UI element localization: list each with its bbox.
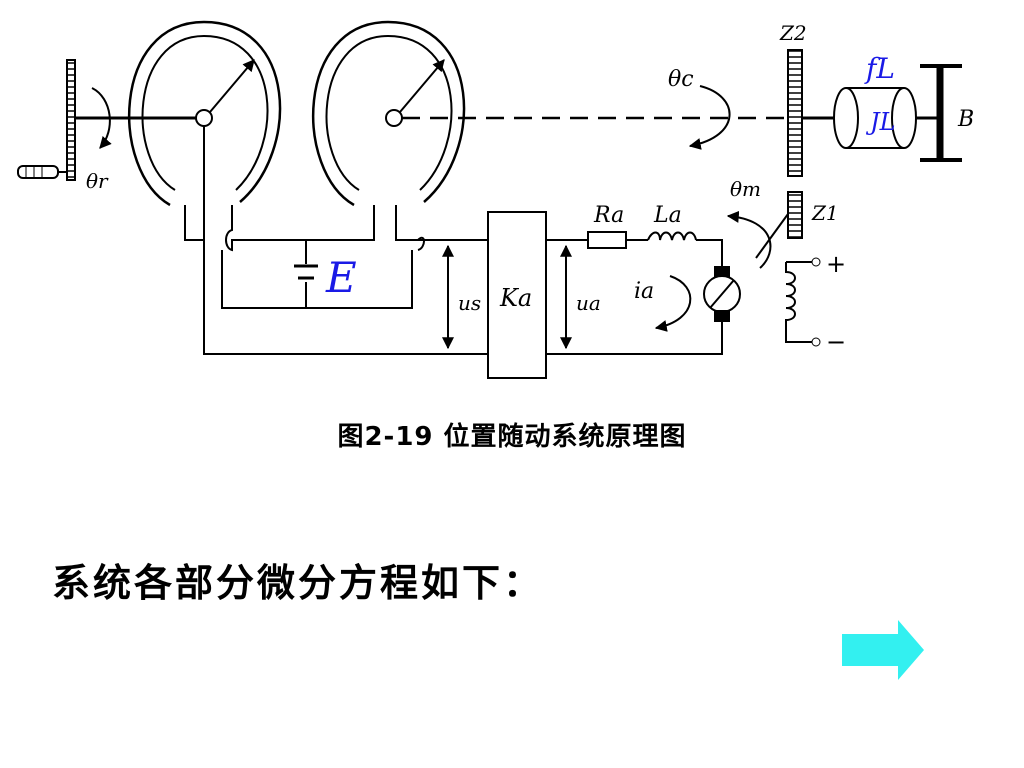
input-gear xyxy=(66,59,76,181)
input-potentiometer xyxy=(127,20,282,250)
servo-system-diagram: θr θc Z2 fL JL B Z1 θm xyxy=(17,20,974,379)
gear-z1 xyxy=(787,191,803,239)
z1-label: Z1 xyxy=(811,201,839,225)
b-label: B xyxy=(957,107,974,132)
plus-label: + xyxy=(826,250,846,278)
ka-label: Ka xyxy=(499,284,532,312)
amplifier-ka xyxy=(487,211,547,379)
ia-label: ia xyxy=(634,279,654,304)
gear-z2 xyxy=(787,49,803,177)
dc-motor xyxy=(703,266,741,322)
page-heading: 系统各部分微分方程如下： xyxy=(52,560,545,605)
right-arrow-icon xyxy=(842,620,924,680)
input-handle xyxy=(17,165,68,179)
f-l-label: fL xyxy=(864,52,895,85)
z2-label: Z2 xyxy=(779,21,807,45)
minus-label: − xyxy=(826,328,846,356)
theta-m-arrow xyxy=(726,210,772,269)
la-label: La xyxy=(653,203,682,228)
theta-c-label: θc xyxy=(668,67,694,92)
j-l-label: JL xyxy=(865,108,896,136)
theta-r-label: θr xyxy=(86,169,109,193)
ua-label: ua xyxy=(576,291,601,315)
theta-r-arrow xyxy=(91,87,112,149)
next-arrow-button[interactable] xyxy=(842,620,924,680)
theta-c-arrow xyxy=(688,85,731,150)
feedback-potentiometer xyxy=(311,20,466,207)
figure-caption: 图2-19 位置随动系统原理图 xyxy=(337,422,687,452)
resistor-ra xyxy=(587,231,627,249)
field-winding xyxy=(785,257,821,347)
ra-label: Ra xyxy=(593,203,624,228)
circuit-wiring xyxy=(184,205,723,355)
e-label: E xyxy=(325,253,357,302)
load-inertia xyxy=(833,64,962,162)
us-label: us xyxy=(458,291,481,315)
theta-m-label: θm xyxy=(730,177,761,201)
